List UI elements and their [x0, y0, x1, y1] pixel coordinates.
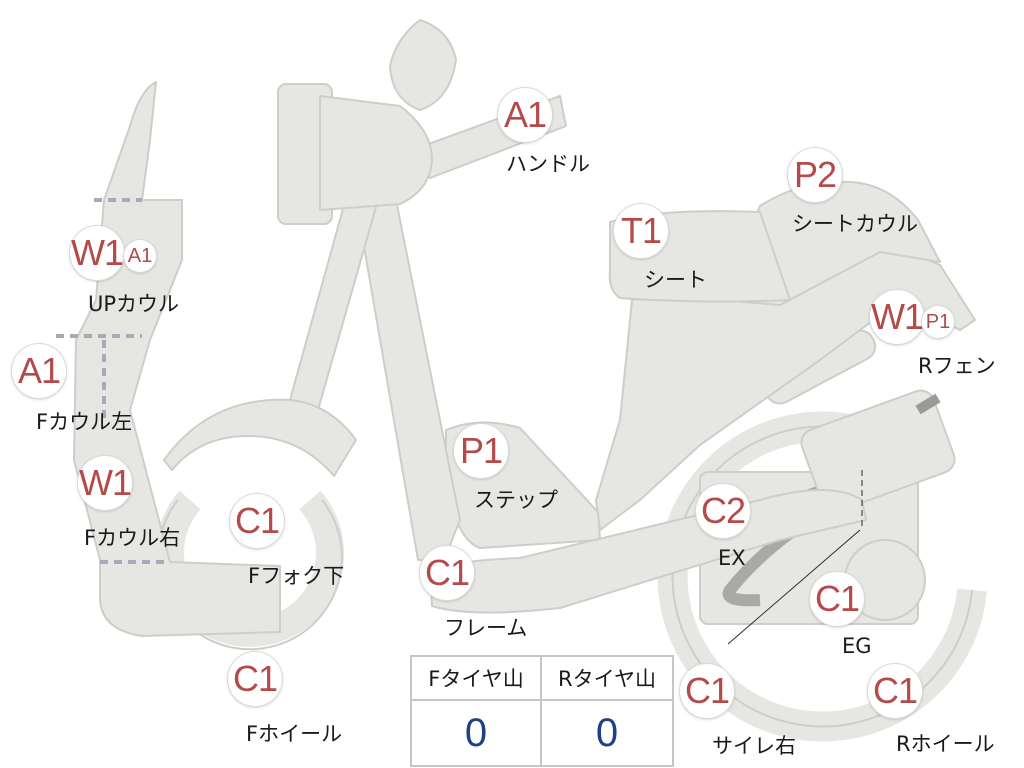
f-cowl-left-label: Fカウル左: [36, 410, 133, 434]
step-grade-badge: P1: [454, 424, 508, 478]
r-wheel-label: Rホイール: [896, 732, 995, 756]
engine-label: EG: [842, 634, 872, 658]
engine-grade-badge: C1: [810, 572, 864, 626]
rear-tread-header: Rタイヤ山: [542, 657, 672, 701]
front-fork: [289, 197, 379, 411]
r-fender-label: Rフェン: [918, 354, 996, 378]
mirror: [389, 19, 457, 111]
seat-label: シート: [644, 268, 707, 292]
up-cowl-label: UPカウル: [88, 292, 180, 316]
f-wheel-label: Fホイール: [246, 722, 343, 746]
f-fork-lower-label: Fフォク下: [248, 564, 345, 588]
handle-cover: [319, 95, 433, 211]
silencer-tip: [915, 393, 941, 415]
f-fork-lower-grade-badge: C1: [230, 494, 284, 548]
f-cowl-left-grade-badge: A1: [12, 344, 66, 398]
f-cowl-right-grade-badge: W1: [78, 456, 132, 510]
seat-cowl-label: シートカウル: [792, 212, 918, 236]
handle-label: ハンドル: [506, 152, 590, 176]
step-label: ステップ: [474, 488, 558, 512]
floor-beam: [429, 489, 867, 614]
frame-label: フレーム: [444, 616, 528, 640]
front-tread-header: Fタイヤ山: [412, 657, 542, 701]
up-cowl-grade-badge: W1: [70, 226, 124, 280]
silencer-right-label: サイレ右: [712, 734, 796, 758]
silencer-right-grade-badge: C1: [680, 664, 734, 718]
f-cowl-right-label: Fカウル右: [84, 526, 181, 550]
front-fender: [163, 398, 357, 477]
seat-grade-badge: T1: [614, 204, 668, 258]
handle-grade-badge: A1: [498, 88, 552, 142]
seat-cowl-grade-badge: P2: [788, 148, 842, 202]
r-fender-grade-badge: W1: [870, 290, 924, 344]
exhaust-label: EX: [718, 546, 746, 570]
tire-tread-table: Fタイヤ山 Rタイヤ山 0 0: [410, 655, 674, 767]
silencer: [800, 389, 956, 513]
steering-column: [355, 199, 461, 561]
r-fender-sub-grade-badge: P1: [922, 306, 954, 338]
f-wheel-grade-badge: C1: [228, 652, 282, 706]
rear-tread-value: 0: [595, 710, 619, 755]
front-tread-value: 0: [412, 701, 542, 765]
up-cowl-sub-grade-badge: A1: [124, 240, 156, 272]
frame-grade-badge: C1: [420, 546, 474, 600]
r-wheel-grade-badge: C1: [868, 664, 922, 718]
exhaust-grade-badge: C2: [696, 484, 750, 538]
